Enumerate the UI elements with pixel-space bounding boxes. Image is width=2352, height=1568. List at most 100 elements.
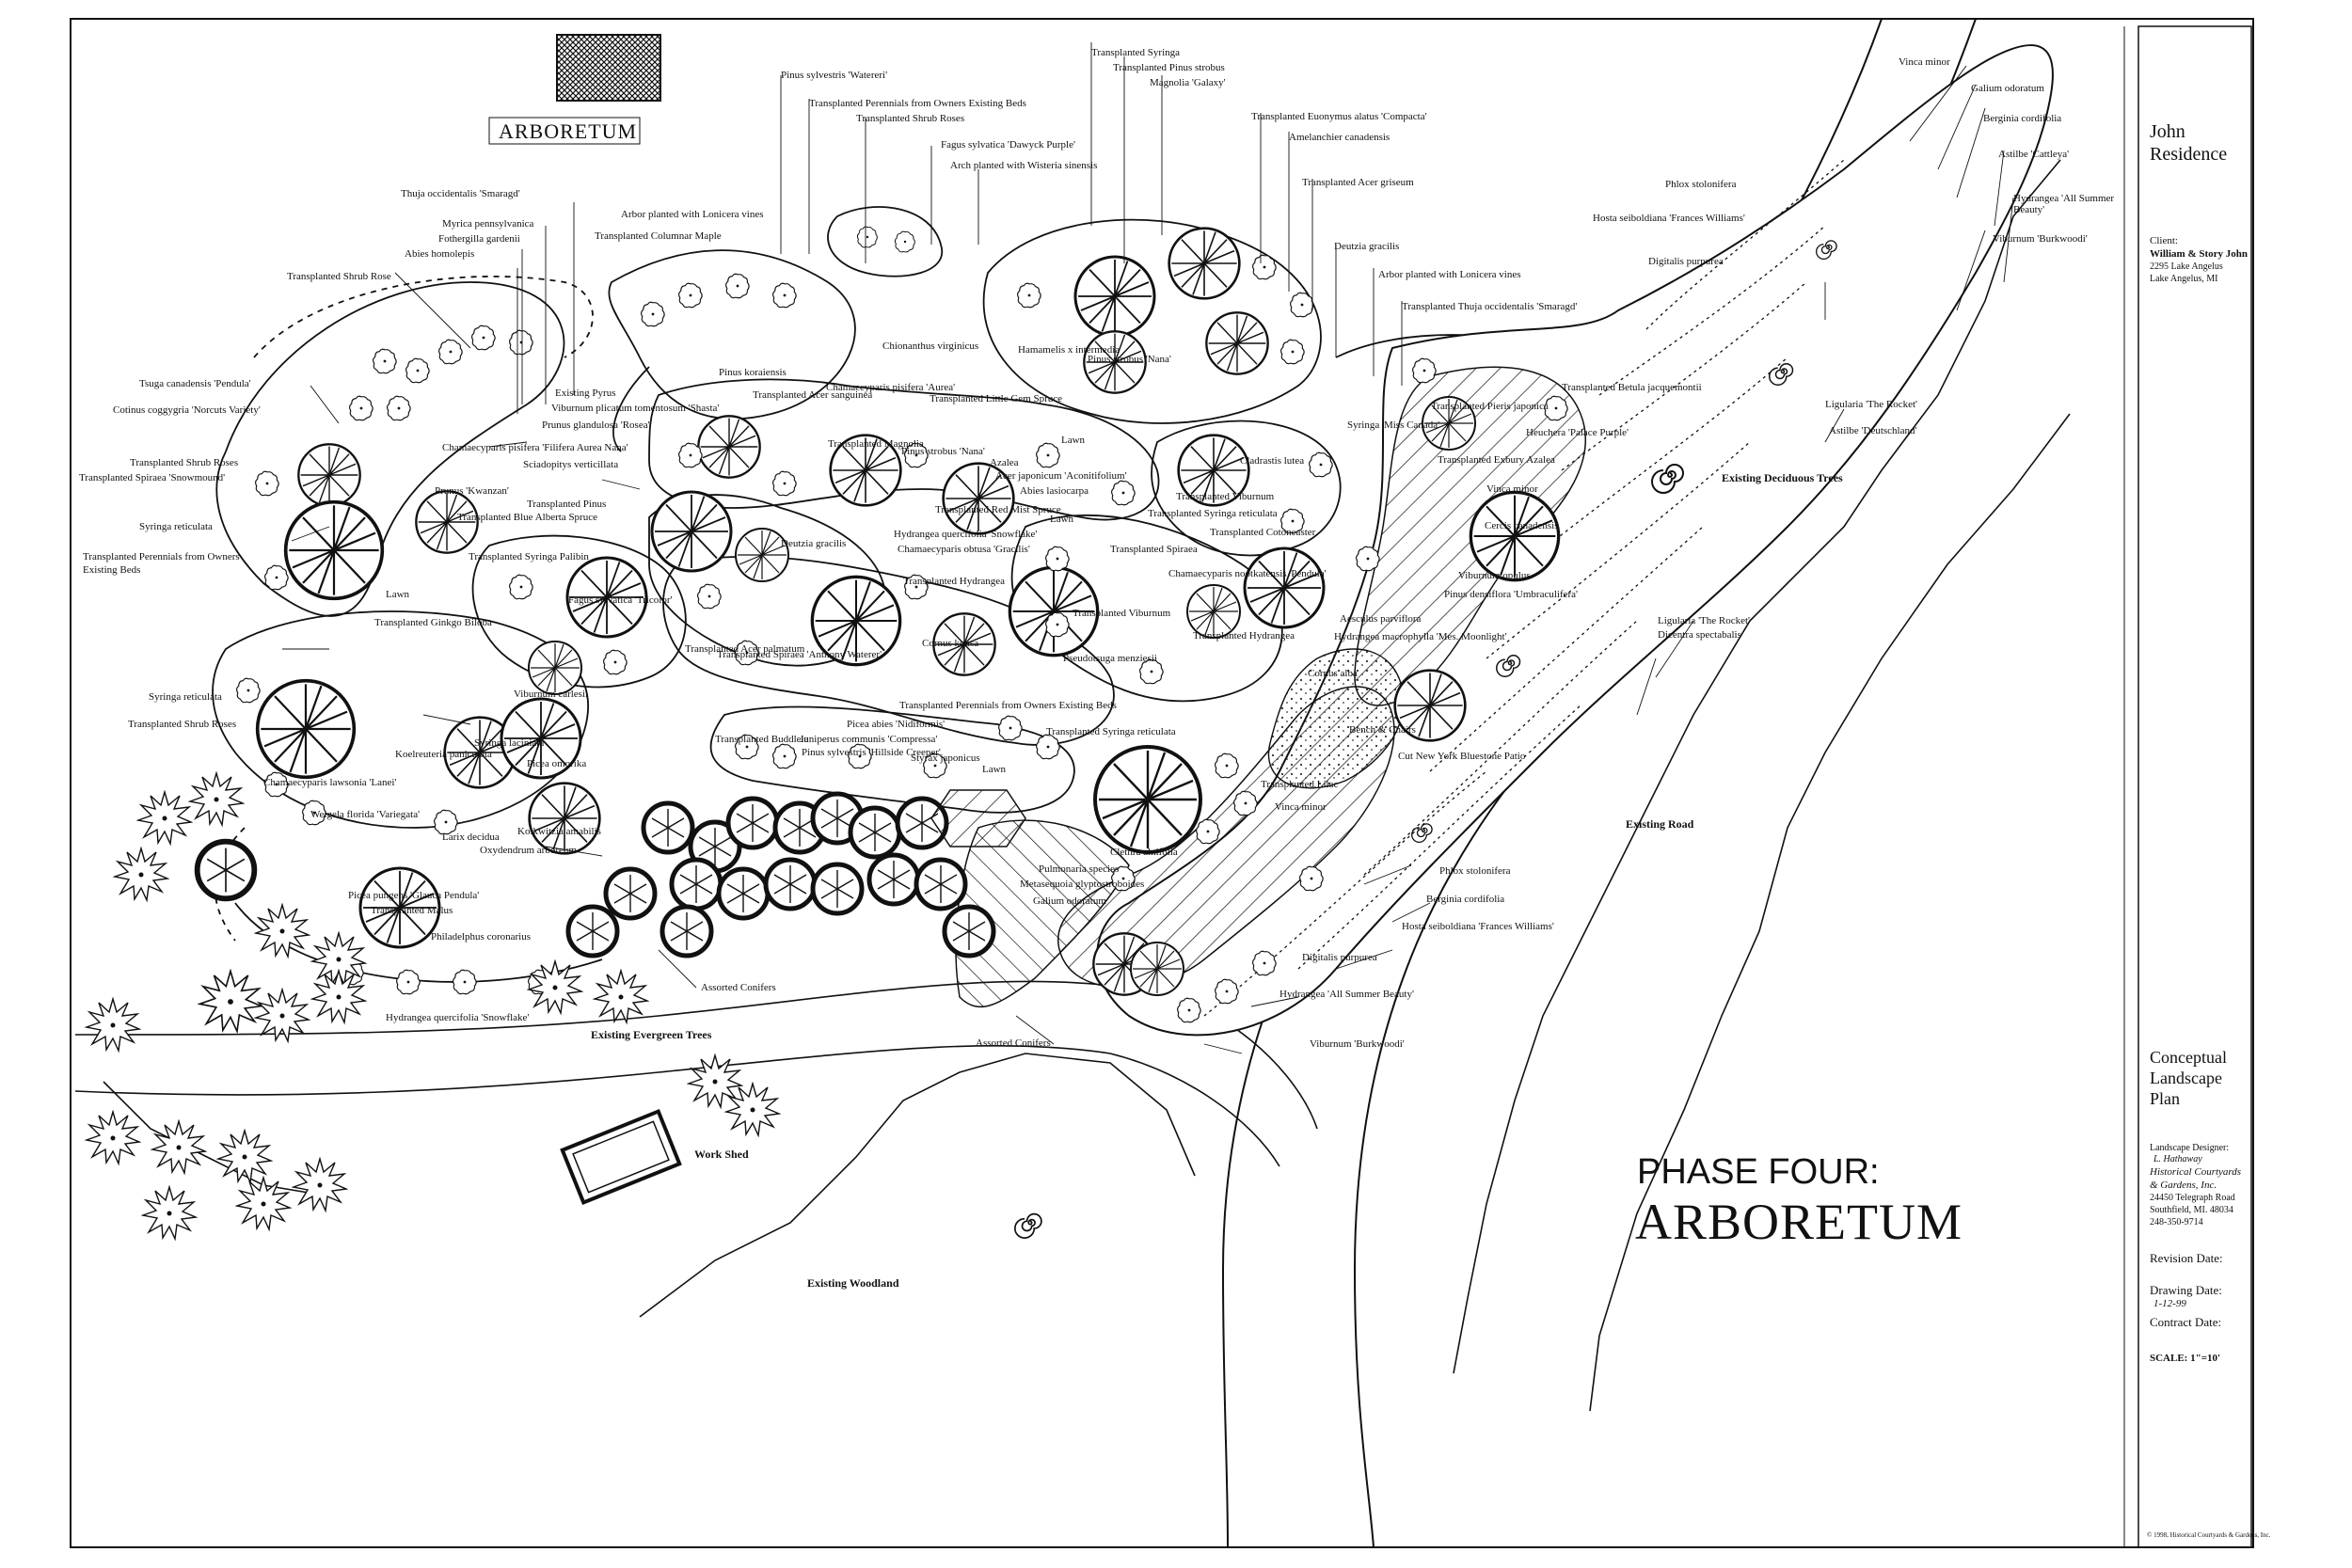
plant-label: Deutzia gracilis — [1334, 241, 1400, 252]
plant-label: Fagus sylvatica 'Tricolor' — [568, 594, 673, 606]
plant-label: Phlox stolonifera — [1439, 865, 1511, 877]
plant-label: Arch planted with Wisteria sinensis — [950, 160, 1098, 171]
plant-label: Transplanted Columnar Maple — [595, 230, 722, 242]
phase-title-line2: ARBORETUM — [1635, 1194, 1963, 1250]
plant-label: Chamaecyparis pisifera 'Filifera Aurea N… — [442, 442, 628, 453]
plant-label: Transplanted Hydrangea — [1193, 630, 1295, 641]
plant-label: Chionanthus virginicus — [882, 341, 979, 352]
plant-label: Thuja occidentalis 'Smaragd' — [401, 188, 520, 199]
plant-label: Tsuga canadensis 'Pendula' — [139, 378, 251, 389]
plant-label: Hamamelis x intermedia — [1018, 344, 1120, 356]
plant-label: Lawn — [1050, 514, 1074, 525]
plant-label: Transplanted Shrub Roses — [130, 457, 239, 468]
plant-label: Clethra alnifolia — [1110, 847, 1178, 858]
plant-label: Oxydendrum arboreum — [480, 845, 577, 856]
plant-label: Hosta seiboldiana 'Frances Williams' — [1593, 213, 1745, 224]
woodland-edge — [103, 159, 2071, 1412]
plant-label: Cladrastis lutea — [1240, 455, 1305, 467]
plant-label: Cercis canadensis — [1485, 520, 1559, 531]
plant-label: Transplanted Shrub Rose — [287, 271, 391, 282]
plant-label: Ligularia 'The Rocket' — [1658, 615, 1751, 626]
plant-label: Deutzia gracilis — [781, 538, 847, 549]
plant-label: Transplanted Perennials from Owners Exis… — [899, 700, 1117, 711]
plant-label: Prunus 'Kwanzan' — [435, 485, 509, 497]
plant-label: Viburnum carlesii — [514, 689, 589, 700]
work-shed — [560, 1108, 682, 1206]
plant-label: Syringa 'Miss Canada' — [1347, 420, 1440, 431]
title-block-client-label: Client: — [2150, 235, 2178, 246]
plant-label: Chamaecyparis lawsonia 'Lanei' — [263, 777, 397, 788]
plant-label: Pseudotsuga menziesii — [1063, 653, 1157, 664]
title-block-revision-label: Revision Date: — [2150, 1251, 2223, 1265]
plant-label: Abies lasiocarpa — [1020, 485, 1089, 497]
title-block-frame — [2137, 25, 2252, 1548]
plant-label: Picea pungens 'Glauca Pendula' — [348, 890, 480, 901]
plant-label: Transplanted Perennials from Owners Exis… — [809, 98, 1026, 109]
plant-label: Transplanted Cotoneaster — [1210, 527, 1316, 538]
plant-label: Transplanted Blue Alberta Spruce — [457, 512, 597, 523]
title-block-contract-label: Contract Date: — [2150, 1315, 2222, 1329]
plant-label: Pinus sylvestris 'Watereri' — [781, 70, 888, 81]
plant-label: Transplanted Thuja occidentalis 'Smaragd… — [1402, 301, 1578, 312]
plant-label: Transplanted Perennials from Owners — [83, 551, 240, 562]
plant-label: Arbor planted with Lonicera vines — [621, 209, 764, 220]
phase-title-line1: PHASE FOUR: — [1637, 1152, 1880, 1192]
plant-label: Transplanted Hydrangea — [903, 576, 1006, 587]
plant-label: Transplanted Acer palmatum — [685, 643, 805, 655]
plant-label: Pinus strobus 'Nana' — [901, 446, 985, 457]
plant-label: Pinus sylvestris 'Hillside Creeper' — [802, 747, 941, 758]
plant-label: Digitalis purpurea — [1302, 952, 1377, 963]
plant-label: Transplanted Pieris japonica — [1431, 401, 1549, 412]
plant-label: Transplanted Spiraea — [1110, 544, 1198, 555]
plant-label: Transplanted Syringa — [1091, 47, 1181, 58]
plant-label: Hydrangea macrophylla 'Mes. Moonlight' — [1334, 631, 1507, 642]
title-block-scale: SCALE: 1"=10' — [2150, 1353, 2221, 1364]
plant-label: Transplanted Pinus strobus — [1113, 62, 1225, 73]
plant-label: Transplanted Betula jacquemontii — [1562, 382, 1702, 393]
plant-label: Pinus strobus 'Nana' — [1088, 354, 1171, 365]
plant-label: Berginia cordifolia — [1983, 113, 2062, 124]
plant-label: Transplanted Spiraea 'Anthony Waterer' — [717, 649, 882, 660]
plant-label: Berginia cordifolia — [1426, 894, 1505, 905]
plant-label: Assorted Conifers — [976, 1037, 1051, 1049]
plant-label: Fothergilla gardenii — [438, 233, 520, 245]
plant-label: Transplanted Pinus — [527, 499, 607, 510]
plant-label: Lawn — [1061, 435, 1086, 446]
plant-label: Hydrangea quercifolia 'Snowflake' — [386, 1012, 530, 1023]
plant-label: Transplanted Acer griseum — [1302, 177, 1414, 188]
plant-label: Chamaecyparis nootkatensis 'Pendula' — [1168, 568, 1327, 579]
plant-label: Abies homolepis — [405, 248, 475, 260]
plant-label: Transplanted Euonymus alatus 'Compacta' — [1251, 111, 1427, 122]
plant-label: Picea omorika — [527, 758, 587, 769]
plant-label: Transplanted Syringa reticulata — [1046, 726, 1176, 737]
plant-label: Heuchera 'Palace Purple' — [1526, 427, 1629, 438]
plant-label: Cornus kousa — [922, 638, 979, 649]
plant-label: Dicentra spectabalis — [1658, 629, 1741, 641]
title-block-designer-label: Landscape Designer: — [2150, 1143, 2230, 1153]
plant-label: Pulmonaria species — [1039, 863, 1120, 875]
plant-label: Hydrangea quercifolia 'Snowflake' — [894, 529, 1038, 540]
plant-label: Hydrangea 'All Summer Beauty' — [2013, 193, 2115, 215]
plant-label: Sciadopitys verticillata — [523, 459, 619, 470]
plant-label: Azalea — [990, 457, 1019, 468]
title-block-client-addr1: 2295 Lake Angelus — [2150, 261, 2223, 272]
title-block-client-name: William & Story John — [2150, 248, 2249, 260]
plant-label: Chamaecyparis pisifera 'Aurea' — [826, 382, 956, 393]
plant-label: Lawn — [386, 589, 410, 600]
plant-label: Transplanted Syringa reticulata — [1148, 508, 1278, 519]
plant-label: Vinca minor — [1899, 56, 1950, 68]
plant-label: Juniperus communis 'Compressa' — [800, 734, 938, 745]
plant-label: Aesculus parviflora — [1340, 613, 1422, 625]
title-block-plan-title: Conceptual Landscape Plan — [2150, 1048, 2227, 1108]
arboretum-sign-board — [488, 117, 641, 145]
plant-label: Magnolia 'Galaxy' — [1150, 77, 1226, 88]
plant-label: Vinca minor — [1275, 801, 1327, 813]
plant-label: Transplanted Viburnum — [1176, 491, 1275, 502]
area-label-existing-woodland: Existing Woodland — [807, 1276, 899, 1290]
plant-label: Transplanted Little Gem Spruce — [930, 393, 1063, 404]
plant-label: Astilbe 'Deutschland' — [1829, 425, 1917, 436]
plant-label: Transplanted Lilac — [1261, 779, 1339, 790]
title-block-company-addr2: Southfield, MI. 48034 — [2150, 1205, 2233, 1215]
plant-label: Syringa reticulata — [149, 691, 222, 703]
